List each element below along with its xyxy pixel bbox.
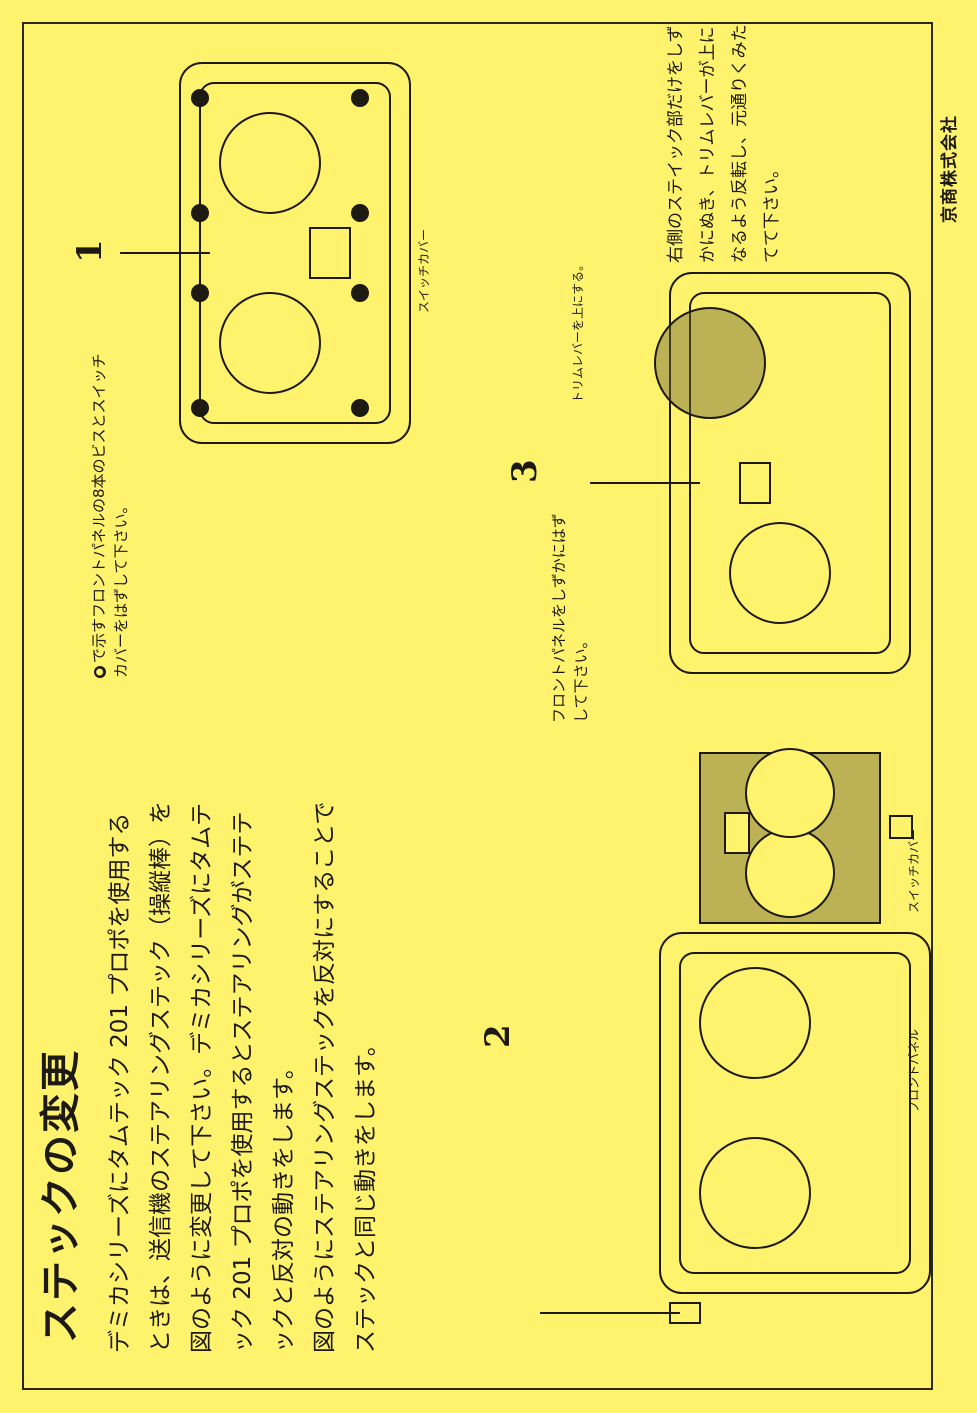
- step-2-number: 2: [478, 1024, 518, 1048]
- step-1-transmitter-illustration: [120, 62, 411, 444]
- company-name: 京商株式会社: [940, 115, 960, 223]
- page-border: [22, 22, 933, 1390]
- step-2-front-panel-label: フロントパネル: [907, 1028, 921, 1113]
- transmitter-case: [669, 272, 911, 674]
- right-stick-gimbal: [699, 967, 811, 1079]
- step-3-number: 3: [505, 459, 545, 483]
- step-3-transmitter-illustration: [590, 272, 911, 674]
- page-title: ステックの変更: [38, 1049, 84, 1343]
- switch-cover-part: [309, 227, 351, 279]
- right-stick-unit-removed: [654, 307, 766, 419]
- step-3-caption: 右側のステイック部だけをしずかにぬき、トリムレバーが上になるよう反転し、元通りく…: [666, 24, 782, 263]
- left-stick-gimbal: [729, 522, 831, 624]
- switch-cover-part: [889, 815, 913, 839]
- transmitter-case: [659, 932, 931, 1294]
- instruction-paragraph-2: 図のようにステアリングステックを反対にすることでステックと同じ動きをします。: [312, 801, 379, 1353]
- step-1-number: 1: [70, 239, 110, 263]
- right-stick-gimbal: [219, 112, 321, 214]
- left-stick-gimbal: [699, 1137, 811, 1249]
- instruction-paragraph-1: デミカシリーズにタムテック 201 プロポを使用するときは、送信機のステアリング…: [107, 801, 297, 1353]
- step-1-switch-cover-label: スイッチカバー: [417, 228, 431, 313]
- instruction-body: デミカシリーズにタムテック 201 プロポを使用するときは、送信機のステアリング…: [100, 793, 387, 1353]
- step-2-switch-cover-label: スイッチカバー: [907, 828, 921, 913]
- step-2-transmitter-illustration: [540, 748, 931, 1324]
- left-stick-gimbal: [219, 292, 321, 394]
- screw-marker-icon: ●: [93, 666, 106, 678]
